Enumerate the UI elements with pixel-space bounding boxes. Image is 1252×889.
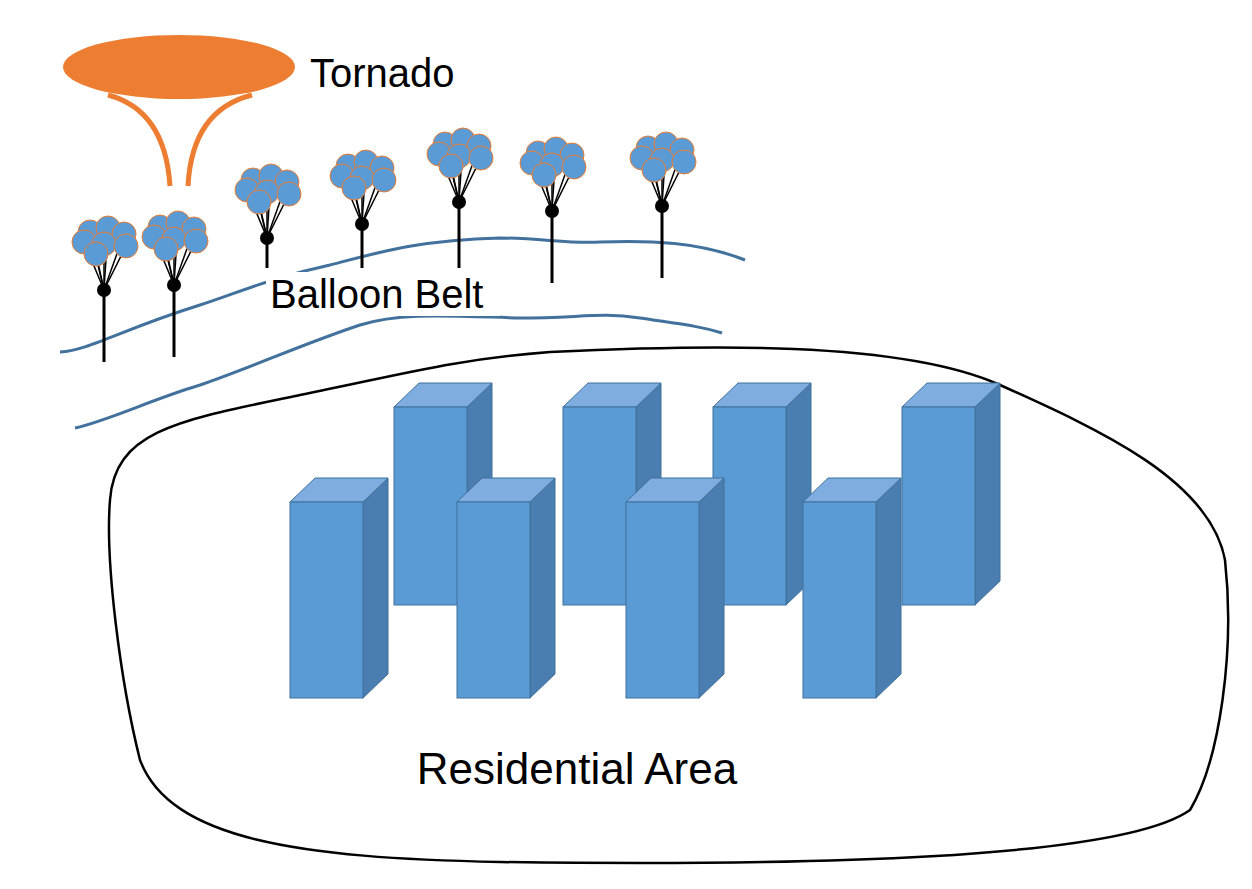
node-text: Residential Area bbox=[417, 744, 737, 794]
residential-region: Residential Area bbox=[100, 338, 1232, 870]
belt-lines bbox=[60, 238, 745, 428]
building bbox=[457, 478, 555, 698]
label: Tornado bbox=[310, 50, 455, 96]
balloon-cluster bbox=[630, 132, 696, 278]
balloon-belt-band: Balloon Belt bbox=[260, 272, 506, 316]
balloon-cluster bbox=[427, 128, 493, 268]
building bbox=[902, 383, 1000, 605]
building bbox=[626, 478, 724, 698]
tornado bbox=[63, 35, 295, 186]
buildings bbox=[290, 383, 1000, 698]
building bbox=[803, 478, 901, 698]
balloon-cluster bbox=[330, 150, 396, 268]
node-text: Balloon Belt bbox=[266, 272, 500, 316]
building bbox=[713, 383, 811, 605]
building bbox=[290, 478, 388, 698]
balloon-cluster bbox=[235, 164, 301, 268]
balloon-clusters bbox=[72, 128, 696, 362]
balloon-cluster bbox=[142, 211, 208, 357]
balloon-cluster bbox=[520, 137, 586, 283]
balloon-cluster bbox=[72, 216, 138, 362]
